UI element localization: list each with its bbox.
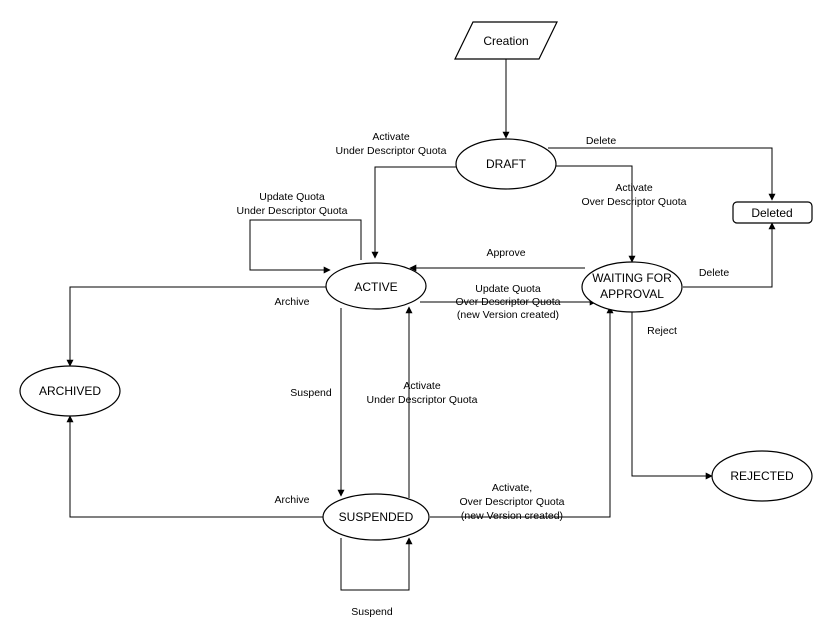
label-active-update-self-2: Under Descriptor Quota: [237, 205, 348, 217]
edge-active-self-loop: [249, 219, 362, 274]
node-creation: Creation: [454, 21, 558, 60]
node-draft-label: DRAFT: [486, 157, 527, 171]
edge-suspended-to-archived: [66, 415, 326, 518]
label-waiting-delete: Delete: [699, 267, 730, 279]
edge-labels: Delete Activate Under Descriptor Quota A…: [237, 131, 730, 618]
node-rejected: REJECTED: [711, 450, 813, 502]
label-draft-activate-under-1: Activate: [372, 131, 410, 143]
label-suspended-archive: Archive: [274, 494, 309, 506]
label-active-update-over-2: Over Descriptor Quota: [455, 296, 560, 308]
node-waiting-label-1: WAITING FOR: [592, 271, 672, 285]
node-draft: DRAFT: [455, 138, 557, 190]
edge-draft-to-active: [371, 166, 456, 259]
node-suspended: SUSPENDED: [322, 493, 430, 541]
label-suspended-activate-over-1: Activate,: [492, 482, 532, 494]
label-suspended-activate-under-2: Under Descriptor Quota: [367, 394, 478, 406]
node-rejected-label: REJECTED: [730, 469, 794, 483]
label-draft-activate-under-2: Under Descriptor Quota: [336, 145, 447, 157]
label-active-update-over-1: Update Quota: [475, 283, 541, 295]
label-reject: Reject: [647, 325, 677, 337]
node-creation-label: Creation: [483, 34, 528, 48]
node-active: ACTIVE: [325, 262, 427, 310]
edge-waiting-to-deleted: [683, 222, 776, 288]
node-waiting-for-approval: WAITING FOR APPROVAL: [581, 261, 683, 313]
label-draft-delete: Delete: [586, 135, 617, 147]
label-suspended-activate-over-3: (new Version created): [461, 510, 563, 522]
node-deleted: Deleted: [732, 201, 813, 224]
node-archived-label: ARCHIVED: [39, 384, 101, 398]
label-draft-activate-over-1: Activate: [615, 182, 653, 194]
edges: [66, 59, 776, 591]
label-active-update-self-1: Update Quota: [259, 191, 325, 203]
node-active-label: ACTIVE: [354, 280, 397, 294]
label-draft-activate-over-2: Over Descriptor Quota: [581, 196, 686, 208]
edge-draft-to-deleted: [548, 147, 776, 201]
node-suspended-label: SUSPENDED: [339, 510, 414, 524]
label-suspended-activate-under-1: Activate: [403, 380, 441, 392]
edge-suspended-self-loop: [340, 537, 413, 591]
label-active-update-over-3: (new Version created): [457, 309, 559, 321]
nodes: Creation DRAFT Deleted ACTIVE WAITING FO…: [19, 21, 813, 541]
edge-active-to-archived: [66, 286, 326, 367]
label-suspended-suspend: Suspend: [351, 606, 393, 618]
edge-draft-to-waiting: [550, 165, 636, 263]
node-waiting-label-2: APPROVAL: [600, 287, 664, 301]
edge-suspended-to-waiting: [430, 306, 614, 518]
node-deleted-label: Deleted: [751, 206, 792, 220]
label-approve: Approve: [486, 247, 525, 259]
label-active-archive: Archive: [274, 296, 309, 308]
label-active-suspend: Suspend: [290, 387, 332, 399]
node-archived: ARCHIVED: [19, 365, 121, 417]
edge-waiting-to-rejected: [631, 312, 713, 480]
label-suspended-activate-over-2: Over Descriptor Quota: [459, 496, 564, 508]
